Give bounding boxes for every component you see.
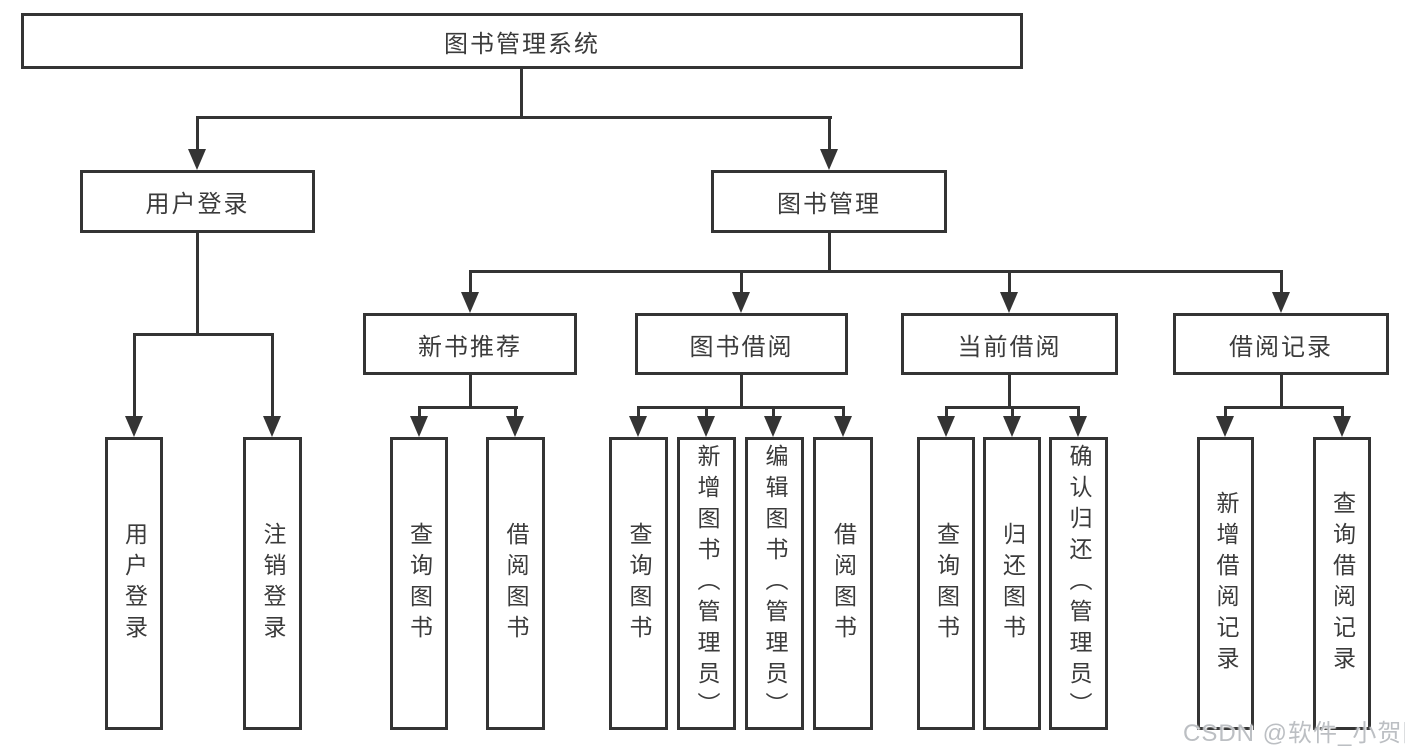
node-book-borrow: 图书借阅 xyxy=(635,313,848,375)
connector-drop-leaf-logout xyxy=(271,333,274,418)
leaf-user-login: 用户登录 xyxy=(105,437,163,730)
connector-recommend-branch xyxy=(418,406,518,409)
leaf-borrow-query-book: 查询图书 xyxy=(609,437,668,730)
connector-book-management-stub xyxy=(828,233,831,272)
connector-drop-records-query xyxy=(1341,406,1344,418)
arrowhead-book-borrow xyxy=(732,292,750,313)
leaf-borrow-edit-book-admin: 编辑图书（管理员） xyxy=(745,437,804,730)
node-user-login: 用户登录 xyxy=(80,170,315,233)
connector-recommend-stub xyxy=(469,375,472,409)
connector-records-branch xyxy=(1224,406,1344,409)
connector-drop-records-add xyxy=(1224,406,1227,418)
arrowhead-current-confirm xyxy=(1069,416,1087,437)
leaf-borrow-add-book-admin: 新增图书（管理员） xyxy=(677,437,736,730)
arrowhead-borrow-add xyxy=(697,416,715,437)
leaf-borrow-borrow-book: 借阅图书 xyxy=(813,437,873,730)
arrowhead-recommend-query xyxy=(410,416,428,437)
leaf-recommend-borrow-book: 借阅图书 xyxy=(486,437,545,730)
arrowhead-leaf-user-login xyxy=(125,416,143,437)
leaf-current-confirm-return-admin: 确认归还（管理员） xyxy=(1049,437,1108,730)
connector-drop-borrow-records xyxy=(1280,270,1283,294)
arrowhead-records-add xyxy=(1216,416,1234,437)
arrowhead-book-management xyxy=(820,149,838,170)
arrowhead-leaf-logout xyxy=(263,416,281,437)
node-new-book-recommend: 新书推荐 xyxy=(363,313,577,375)
connector-drop-current-borrow xyxy=(1008,270,1011,294)
connector-drop-borrow-query xyxy=(637,406,640,418)
connector-book-management-branch xyxy=(469,270,1283,273)
connector-drop-borrow-add xyxy=(705,406,708,418)
arrowhead-current-return xyxy=(1003,416,1021,437)
connector-drop-borrow-edit xyxy=(772,406,775,418)
leaf-records-query-record: 查询借阅记录 xyxy=(1313,437,1371,730)
arrowhead-user-login xyxy=(188,149,206,170)
connector-drop-leaf-user-login xyxy=(133,333,136,418)
node-root: 图书管理系统 xyxy=(21,13,1023,69)
connector-root-stub xyxy=(520,69,523,118)
connector-user-login-stub xyxy=(196,233,199,336)
arrowhead-borrow-edit xyxy=(764,416,782,437)
connector-drop-book-management xyxy=(828,116,831,154)
connector-drop-current-confirm xyxy=(1077,406,1080,418)
arrowhead-recommend-borrow xyxy=(506,416,524,437)
connector-current-stub xyxy=(1008,375,1011,409)
connector-drop-current-return xyxy=(1011,406,1014,418)
node-book-management: 图书管理 xyxy=(711,170,947,233)
connector-drop-current-query xyxy=(945,406,948,418)
leaf-records-add-record: 新增借阅记录 xyxy=(1197,437,1254,730)
csdn-watermark: CSDN @软件_小贺同学 xyxy=(1183,720,1405,747)
arrowhead-new-book-recommend xyxy=(461,292,479,313)
leaf-logout: 注销登录 xyxy=(243,437,302,730)
arrowhead-borrow-records xyxy=(1272,292,1290,313)
arrowhead-current-borrow xyxy=(1000,292,1018,313)
leaf-current-query-book: 查询图书 xyxy=(917,437,975,730)
node-borrow-records: 借阅记录 xyxy=(1173,313,1389,375)
connector-drop-user-login xyxy=(196,116,199,154)
node-current-borrow: 当前借阅 xyxy=(901,313,1118,375)
connector-borrow-branch xyxy=(637,406,845,409)
connector-drop-borrow-borrow xyxy=(842,406,845,418)
arrowhead-borrow-query xyxy=(629,416,647,437)
arrowhead-current-query xyxy=(937,416,955,437)
connector-root-branch xyxy=(196,116,832,119)
connector-user-login-branch xyxy=(133,333,274,336)
connector-drop-new-book-recommend xyxy=(469,270,472,294)
connector-borrow-stub xyxy=(740,375,743,409)
arrowhead-borrow-borrow xyxy=(834,416,852,437)
connector-drop-recommend-query xyxy=(418,406,421,418)
connector-drop-book-borrow xyxy=(740,270,743,294)
leaf-recommend-query-book: 查询图书 xyxy=(390,437,448,730)
leaf-current-return-book: 归还图书 xyxy=(983,437,1041,730)
connector-drop-recommend-borrow xyxy=(514,406,517,418)
arrowhead-records-query xyxy=(1333,416,1351,437)
connector-records-stub xyxy=(1280,375,1283,409)
